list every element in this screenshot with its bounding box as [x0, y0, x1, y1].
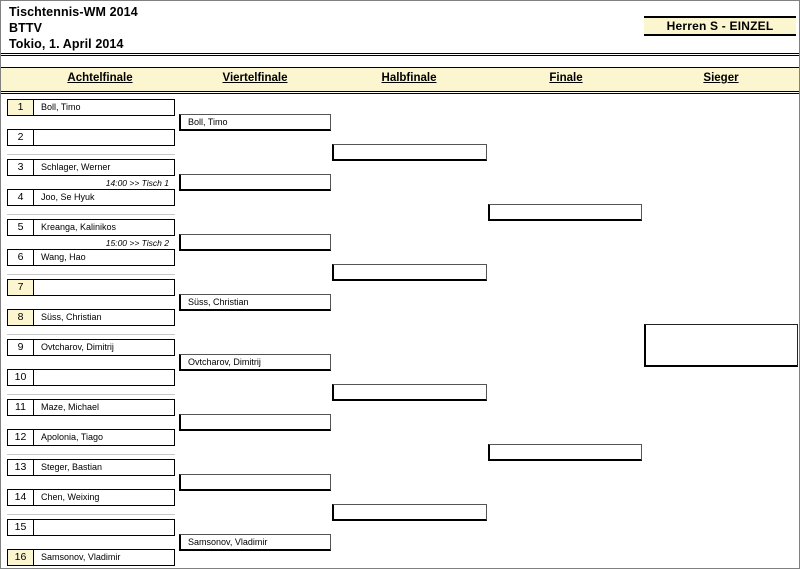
advance-slot-finale-1[interactable]	[488, 204, 642, 221]
event-category-badge: Herren S - EINZEL	[644, 16, 796, 36]
advance-slot-halbfinale-3[interactable]	[332, 384, 487, 401]
round-header-viertelfinale: Viertelfinale	[222, 72, 288, 84]
seed-number-5: 5	[7, 219, 33, 236]
tournament-title: Tischtennis-WM 2014	[9, 5, 138, 19]
player-slot-3[interactable]: Schlager, Werner	[33, 159, 175, 176]
round-header-sieger: Sieger	[703, 72, 739, 84]
seed-number-7: 7	[7, 279, 33, 296]
player-slot-11[interactable]: Maze, Michael	[33, 399, 175, 416]
seed-number-15: 15	[7, 519, 33, 536]
round-band-divider-bottom	[1, 91, 799, 92]
advance-slot-viertelfinale-3[interactable]	[179, 234, 331, 251]
advance-slot-viertelfinale-5[interactable]: Ovtcharov, Dimitrij	[179, 354, 331, 371]
match-schedule-info: 14:00 >> Tisch 1	[105, 177, 169, 188]
player-slot-1[interactable]: Boll, Timo	[33, 99, 175, 116]
player-slot-7[interactable]	[33, 279, 175, 296]
round-header-finale: Finale	[549, 72, 583, 84]
seed-number-12: 12	[7, 429, 33, 446]
header-divider-top-2	[1, 55, 799, 56]
pairing-separator	[7, 274, 175, 275]
advance-slot-sieger-1[interactable]	[644, 324, 798, 367]
pairing-separator	[7, 454, 175, 455]
advance-slot-halbfinale-4[interactable]	[332, 504, 487, 521]
player-slot-14[interactable]: Chen, Weixing	[33, 489, 175, 506]
player-slot-2[interactable]	[33, 129, 175, 146]
pairing-separator	[7, 394, 175, 395]
seed-number-1: 1	[7, 99, 33, 116]
player-slot-5[interactable]: Kreanga, Kalinikos	[33, 219, 175, 236]
pairing-separator	[7, 154, 175, 155]
advance-slot-viertelfinale-6[interactable]	[179, 414, 331, 431]
seed-number-3: 3	[7, 159, 33, 176]
player-slot-13[interactable]: Steger, Bastian	[33, 459, 175, 476]
advance-slot-viertelfinale-8[interactable]: Samsonov, Vladimir	[179, 534, 331, 551]
round-header-achtelfinale: Achtelfinale	[67, 72, 133, 84]
header-divider-top	[1, 53, 799, 54]
advance-slot-finale-2[interactable]	[488, 444, 642, 461]
advance-slot-viertelfinale-2[interactable]	[179, 174, 331, 191]
player-slot-10[interactable]	[33, 369, 175, 386]
player-slot-8[interactable]: Süss, Christian	[33, 309, 175, 326]
match-schedule-info: 15:00 >> Tisch 2	[105, 237, 169, 248]
round-header-halbfinale: Halbfinale	[381, 72, 437, 84]
seed-number-9: 9	[7, 339, 33, 356]
player-slot-6[interactable]: Wang, Hao	[33, 249, 175, 266]
seed-number-4: 4	[7, 189, 33, 206]
advance-slot-halbfinale-1[interactable]	[332, 144, 487, 161]
seed-number-8: 8	[7, 309, 33, 326]
pairing-separator	[7, 334, 175, 335]
seed-number-13: 13	[7, 459, 33, 476]
round-band-divider-top	[1, 67, 799, 68]
player-slot-4[interactable]: Joo, Se Hyuk	[33, 189, 175, 206]
player-slot-9[interactable]: Ovtcharov, Dimitrij	[33, 339, 175, 356]
pairing-separator	[7, 214, 175, 215]
seed-number-11: 11	[7, 399, 33, 416]
player-slot-15[interactable]	[33, 519, 175, 536]
seed-number-6: 6	[7, 249, 33, 266]
pairing-separator	[7, 514, 175, 515]
tournament-location-date: Tokio, 1. April 2014	[9, 37, 124, 51]
tournament-organizer: BTTV	[9, 21, 43, 35]
advance-slot-viertelfinale-7[interactable]	[179, 474, 331, 491]
advance-slot-halbfinale-2[interactable]	[332, 264, 487, 281]
seed-number-14: 14	[7, 489, 33, 506]
player-slot-12[interactable]: Apolonia, Tiago	[33, 429, 175, 446]
player-slot-16[interactable]: Samsonov, Vladimir	[33, 549, 175, 566]
round-band-divider-bottom-2	[1, 93, 799, 94]
advance-slot-viertelfinale-1[interactable]: Boll, Timo	[179, 114, 331, 131]
seed-number-2: 2	[7, 129, 33, 146]
advance-slot-viertelfinale-4[interactable]: Süss, Christian	[179, 294, 331, 311]
seed-number-16: 16	[7, 549, 33, 566]
seed-number-10: 10	[7, 369, 33, 386]
round-header-band	[1, 68, 799, 91]
